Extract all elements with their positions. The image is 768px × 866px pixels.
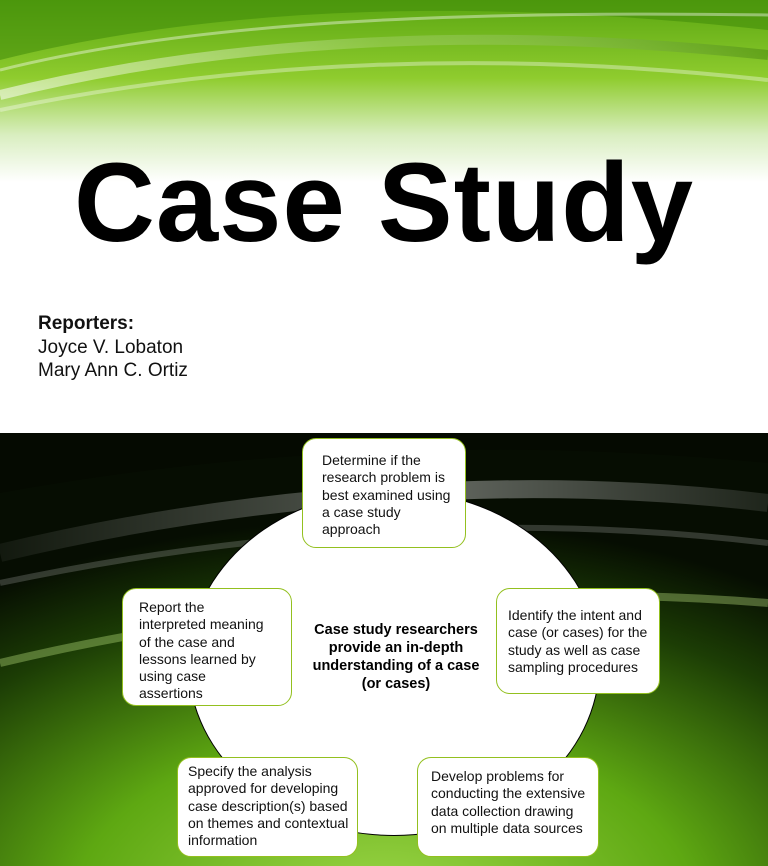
slide-title: Case Study [74,140,694,265]
step-box: Specify the analysis approved for develo… [177,757,358,857]
step-text: Identify the intent and case (or cases) … [508,607,648,675]
green-swoosh-background [0,0,768,260]
step-box: Develop problems for conducting the exte… [417,757,599,857]
process-cycle-slide: Case study researchers provide an in-dep… [0,433,768,866]
reporter-name: Mary Ann C. Ortiz [38,360,188,381]
step-text: Determine if the research problem is bes… [322,452,451,538]
step-box: Report the interpreted meaning of the ca… [122,588,292,706]
reporter-name: Joyce V. Lobaton [38,336,184,358]
cycle-center-text: Case study researchers provide an in-dep… [312,622,480,692]
step-text: Develop problems for conducting the exte… [431,768,586,836]
step-box: Determine if the research problem is bes… [302,438,466,548]
reporters-block: Reporters: Joyce V. Lobaton Mary Ann C. … [38,312,188,383]
reporters-label: Reporters: [38,313,135,334]
title-slide: Case Study Reporters: Joyce V. Lobaton M… [0,0,768,433]
step-text: Specify the analysis approved for develo… [188,763,349,849]
step-box: Identify the intent and case (or cases) … [496,588,660,694]
step-text: Report the interpreted meaning of the ca… [139,599,264,702]
